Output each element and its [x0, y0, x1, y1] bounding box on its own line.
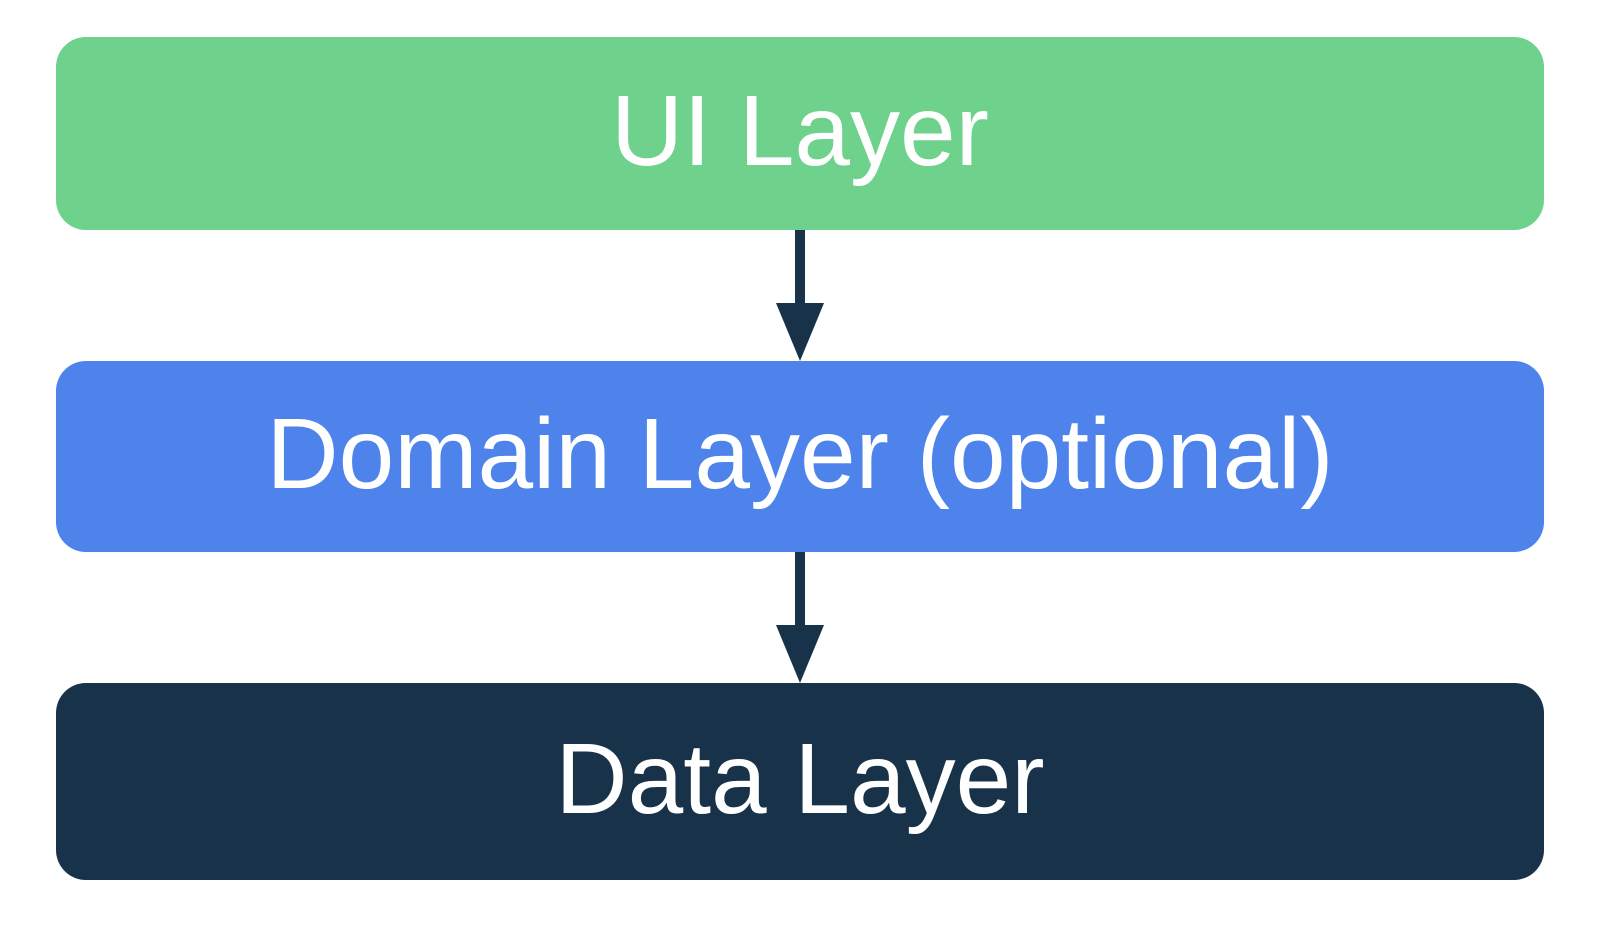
arrow-shaft [795, 552, 805, 625]
arrow-shaft [795, 230, 805, 303]
arrow-domain-to-data [56, 552, 1544, 683]
data-layer-box: Data Layer [56, 683, 1544, 880]
arrow-down-icon [776, 625, 824, 683]
arrow-down-icon [776, 303, 824, 361]
arrow-ui-to-domain [56, 230, 1544, 361]
domain-layer-label: Domain Layer (optional) [266, 397, 1334, 510]
ui-layer-box: UI Layer [56, 37, 1544, 230]
ui-layer-label: UI Layer [611, 74, 989, 187]
domain-layer-box: Domain Layer (optional) [56, 361, 1544, 552]
data-layer-label: Data Layer [555, 722, 1045, 835]
